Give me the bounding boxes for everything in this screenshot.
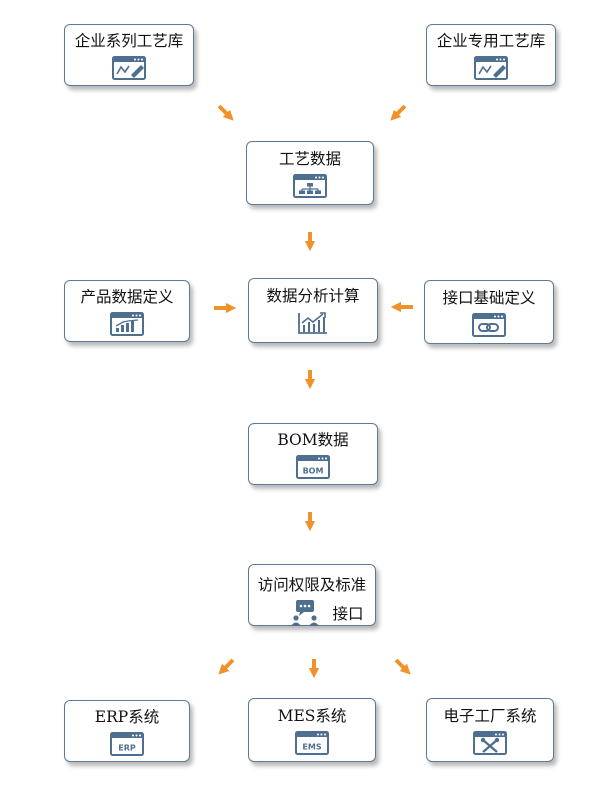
node-label: 接口基础定义 [442,288,536,307]
node-label: BOM数据 [277,430,349,449]
process-edit-icon [474,55,508,80]
node-interface-basic-definition: 接口基础定义 [424,280,554,344]
node-label: 数据分析计算 [266,287,360,305]
erp-icon: ERP [110,731,144,756]
node-access-rights-interface: 访问权限及标准 接口 [248,564,376,626]
users-chat-icon [291,600,320,626]
node-process-data: 工艺数据 [246,141,374,205]
svg-text:ERP: ERP [118,743,136,752]
link-icon [472,312,506,337]
arrow-access-to-erp [218,658,235,675]
node-label: 访问权限及标准 [257,576,367,594]
tools-icon [473,730,507,755]
org-chart-icon [293,173,327,198]
node-label: 企业系列工艺库 [74,31,184,50]
node-erp-system: ERP系统 ERP [64,700,190,762]
node-e-factory-system: 电子工厂系统 [426,698,554,762]
arrow-dedicated-to-process [390,104,407,121]
svg-text:BOM: BOM [303,466,324,475]
node-label: 电子工厂系统 [443,706,537,725]
node-enterprise-series-library: 企业系列工艺库 [64,24,194,86]
node-product-data-definition: 产品数据定义 [64,280,190,342]
node-label: ERP系统 [94,707,160,726]
node-label: 接口 [332,605,364,623]
node-label-row: 接口 [290,599,364,627]
node-mes-system: MES系统 EMS [248,698,376,762]
node-label: MES系统 [277,706,347,725]
svg-text:EMS: EMS [302,742,321,751]
bom-icon: BOM [296,454,330,479]
node-bom-data: BOM数据 BOM [248,423,378,485]
arrow-access-to-efactory [394,658,411,675]
ems-icon: EMS [295,730,329,755]
node-enterprise-dedicated-library: 企业专用工艺库 [426,24,556,86]
node-label: 产品数据定义 [80,287,174,306]
node-data-analysis-calculation: 数据分析计算 [248,278,378,343]
node-label: 工艺数据 [278,149,341,168]
process-edit-icon [112,55,146,80]
node-label: 企业专用工艺库 [436,31,546,50]
line-chart-icon [298,312,327,334]
arrow-series-to-process [217,104,234,121]
bar-chart-icon [110,311,144,336]
